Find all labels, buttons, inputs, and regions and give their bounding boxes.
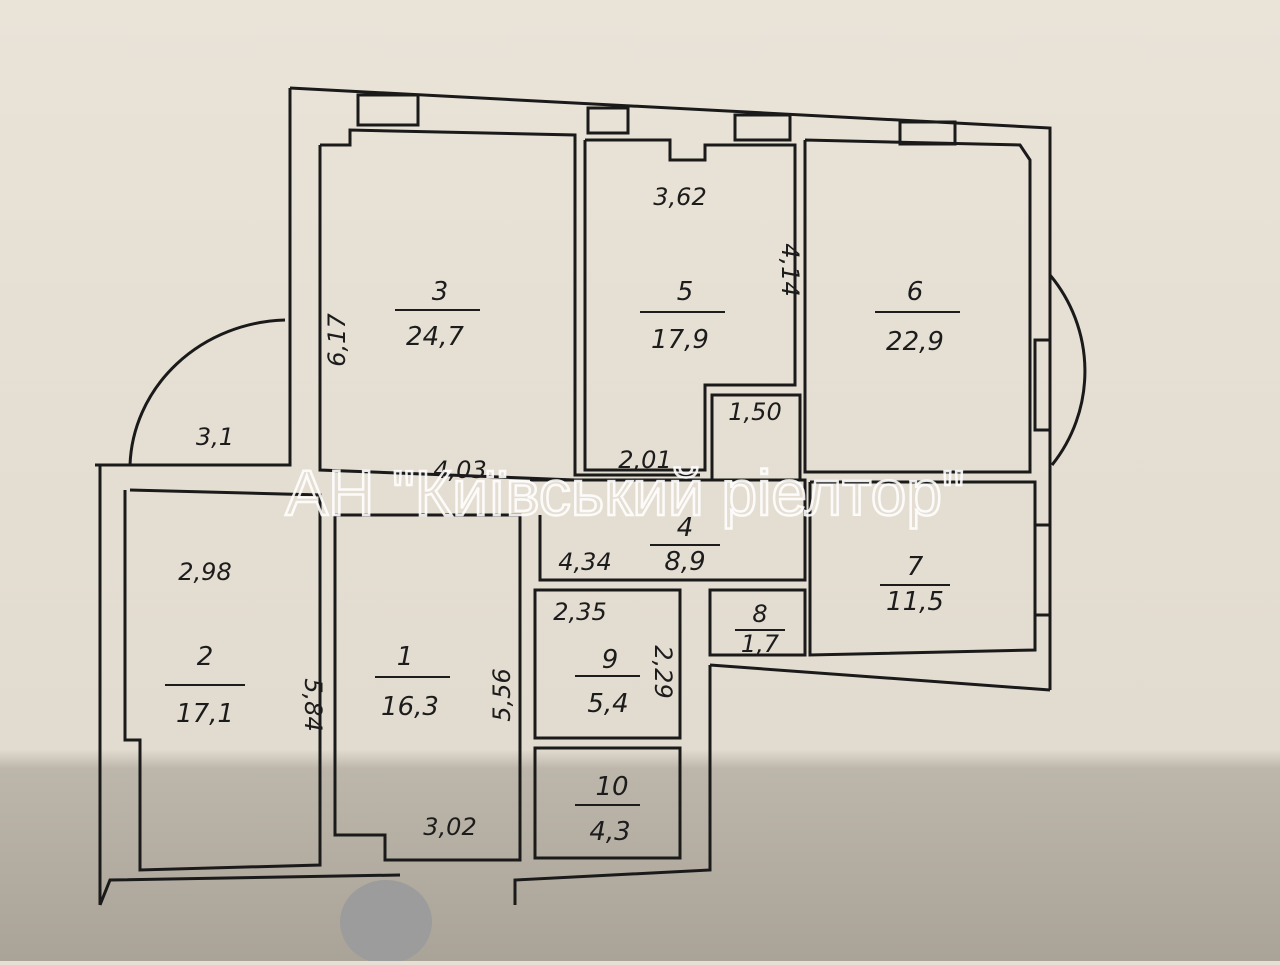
room-7-area: 11,5 xyxy=(886,587,944,617)
room-6-number: 6 xyxy=(907,277,924,307)
dim-room5-bottom: 2,01 xyxy=(618,446,671,474)
dim-room5-width: 3,62 xyxy=(653,183,706,211)
dim-room9-depth: 2,29 xyxy=(649,645,677,698)
room-5-area: 17,9 xyxy=(651,325,709,355)
dim-room9-width: 2,35 xyxy=(553,598,606,626)
room-8-number: 8 xyxy=(752,600,767,628)
finger-blur-spot xyxy=(340,880,432,964)
walls xyxy=(95,86,1087,906)
dim-room3-depth: 6,17 xyxy=(323,313,351,367)
room-8-area: 1,7 xyxy=(741,630,780,658)
room-3-number: 3 xyxy=(432,277,449,307)
dim-closet-width: 1,50 xyxy=(728,398,781,426)
room-5-number: 5 xyxy=(677,277,694,307)
room-3-area: 24,7 xyxy=(406,322,464,352)
dim-room1-depth: 5,56 xyxy=(488,668,516,721)
room-2-area: 17,1 xyxy=(176,699,234,729)
dim-room2-depth: 5,84 xyxy=(299,678,327,731)
watermark: АН "Київський ріелтор" xyxy=(285,457,964,529)
dim-balcony: 3,1 xyxy=(196,423,234,451)
room-1-area: 16,3 xyxy=(381,692,439,722)
room-labels: 3 24,7 5 17,9 6 22,9 4 8,9 7 11,5 8 1,7 … xyxy=(165,277,960,847)
room-10-area: 4,3 xyxy=(589,817,630,847)
room-4-area: 8,9 xyxy=(664,547,705,577)
dim-hall-width: 4,34 xyxy=(558,548,611,576)
dim-room3-bottom: 4,03 xyxy=(433,456,486,484)
room-9-number: 9 xyxy=(602,645,619,675)
room-6-area: 22,9 xyxy=(886,327,944,357)
room-10-number: 10 xyxy=(595,772,628,802)
dim-room1-width: 3,02 xyxy=(423,813,476,841)
dim-room5-depth: 4,14 xyxy=(776,243,804,296)
room-2-number: 2 xyxy=(197,642,214,672)
dim-room2-width: 2,98 xyxy=(178,558,231,586)
dimension-labels: 3,62 4,14 6,17 3,1 1,50 2,01 4,03 2,98 5… xyxy=(178,183,804,841)
room-4-number: 4 xyxy=(677,513,694,543)
room-9-area: 5,4 xyxy=(587,689,628,719)
room-1-number: 1 xyxy=(397,642,414,672)
room-7-number: 7 xyxy=(907,552,924,582)
